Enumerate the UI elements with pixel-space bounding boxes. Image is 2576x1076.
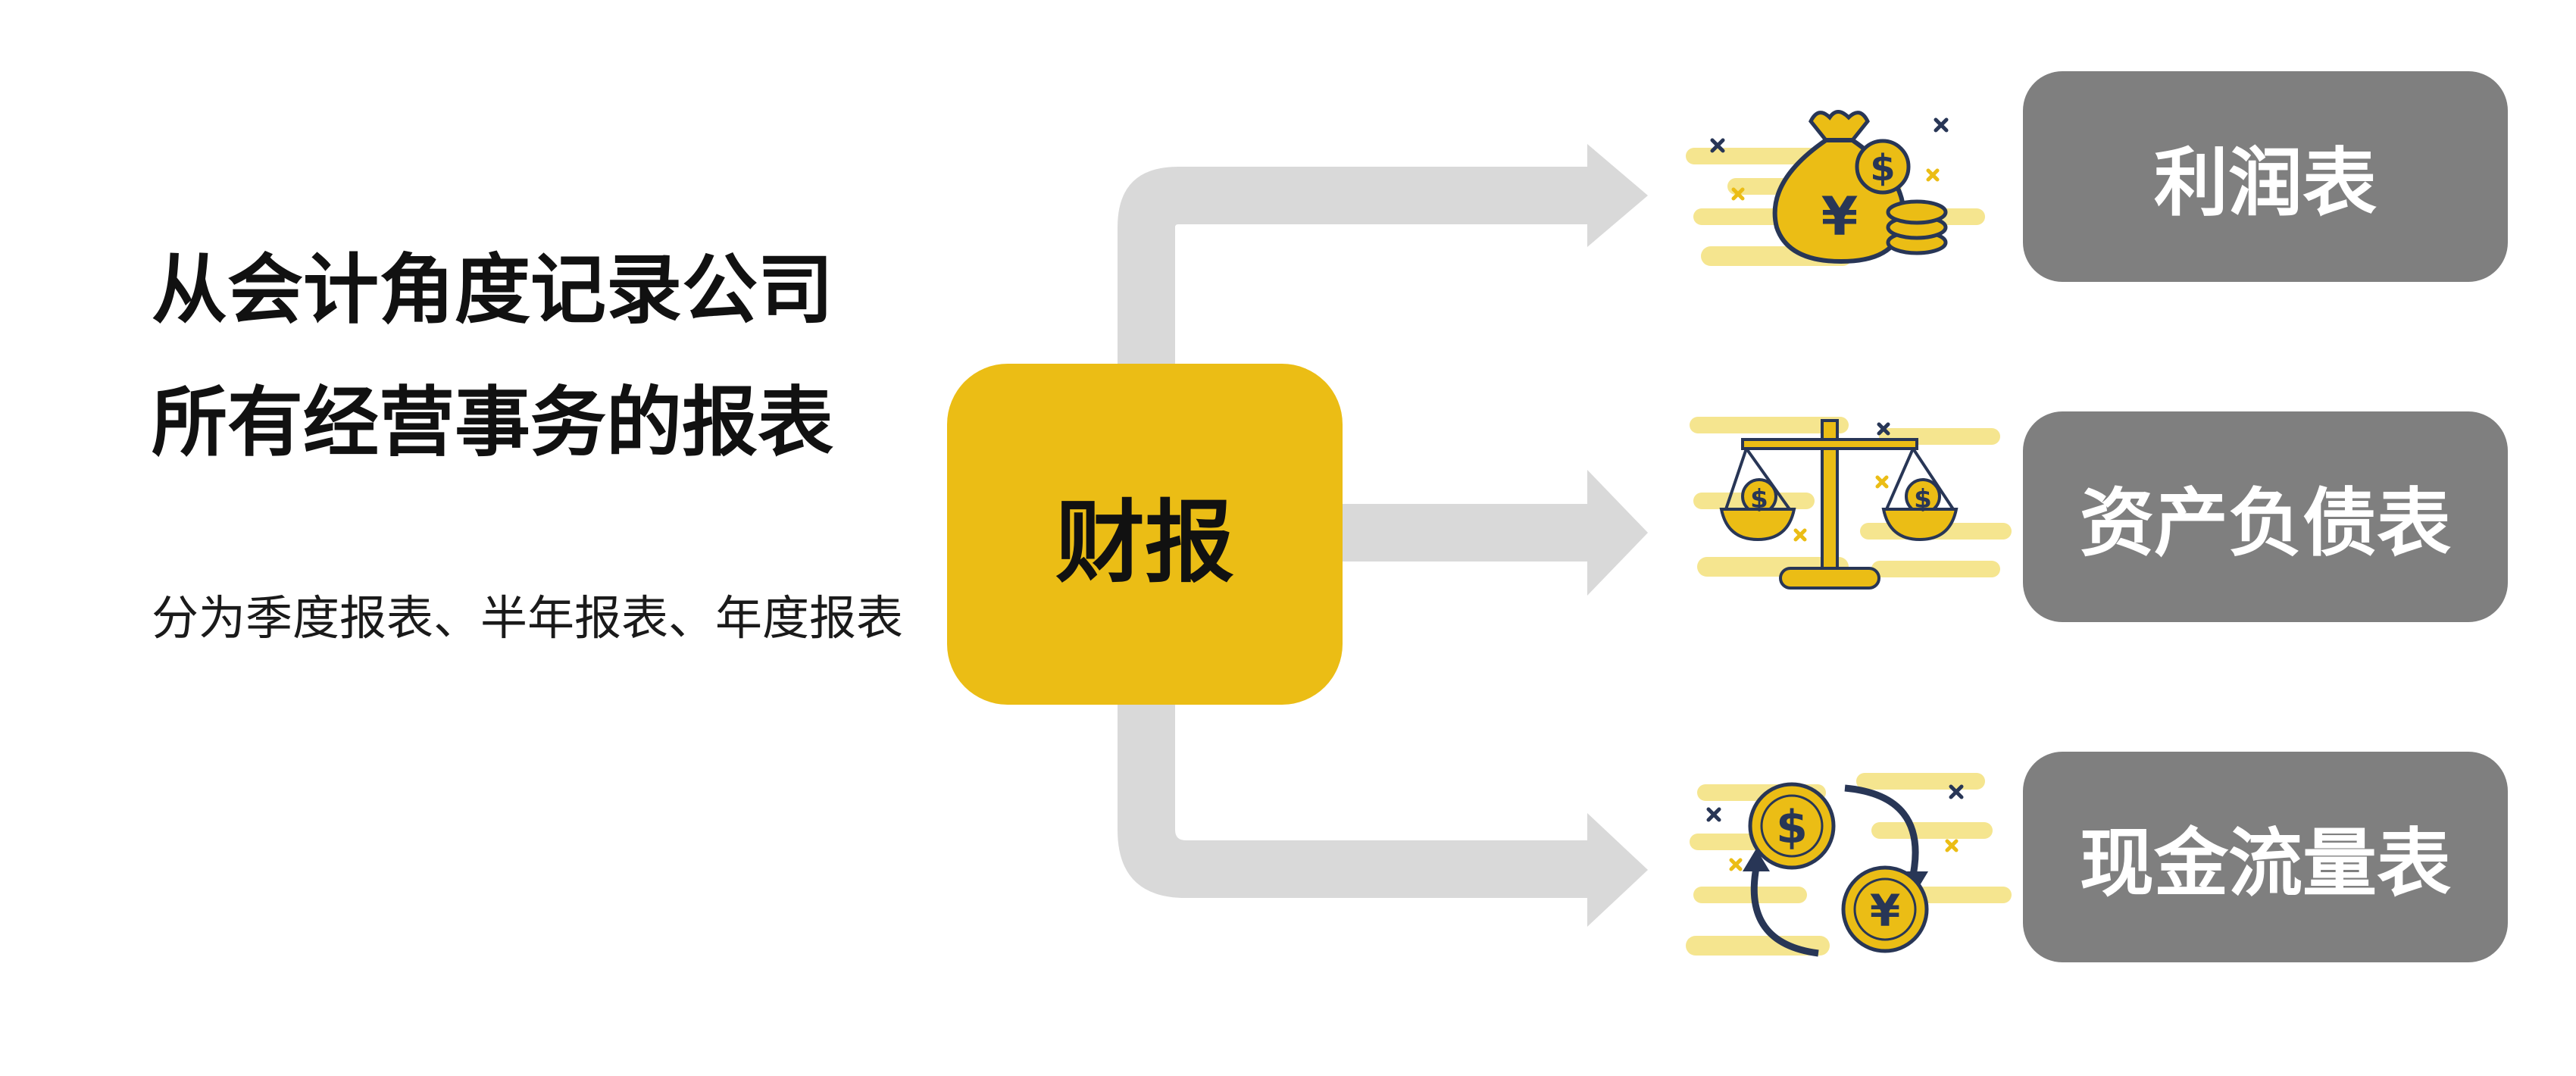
svg-text:$: $ [1776, 801, 1808, 854]
heading-line-1: 从会计角度记录公司 [152, 246, 833, 334]
svg-text:¥: ¥ [1821, 186, 1859, 248]
output-node-balance-sheet: 资产负债表 [2023, 411, 2508, 622]
svg-text:$: $ [1870, 147, 1895, 189]
center-node-financial-report: 财报 [947, 364, 1343, 705]
arrow-to-middle-head [1587, 470, 1648, 596]
page-heading: 从会计角度记录公司 所有经营事务的报表 [152, 224, 833, 489]
connector-arrows [1118, 144, 1648, 927]
svg-text:$: $ [1750, 484, 1768, 515]
subtitle: 分为季度报表、半年报表、年度报表 [152, 590, 904, 646]
currency-exchange-icon: $ ¥ [1686, 773, 2012, 957]
heading-line-2: 所有经营事务的报表 [152, 378, 833, 467]
balance-scale-icon: $ $ [1690, 417, 2012, 590]
output-node-income-statement: 利润表 [2023, 71, 2508, 282]
output-node-cash-flow-statement: 现金流量表 [2023, 752, 2508, 962]
svg-text:$: $ [1914, 484, 1932, 515]
arrow-to-bottom [1118, 705, 1648, 927]
arrow-to-middle-shaft [1343, 504, 1587, 561]
svg-text:¥: ¥ [1870, 885, 1900, 937]
arrow-to-top [1118, 144, 1648, 364]
money-bag-icon: ¥ $ [1686, 110, 1985, 266]
